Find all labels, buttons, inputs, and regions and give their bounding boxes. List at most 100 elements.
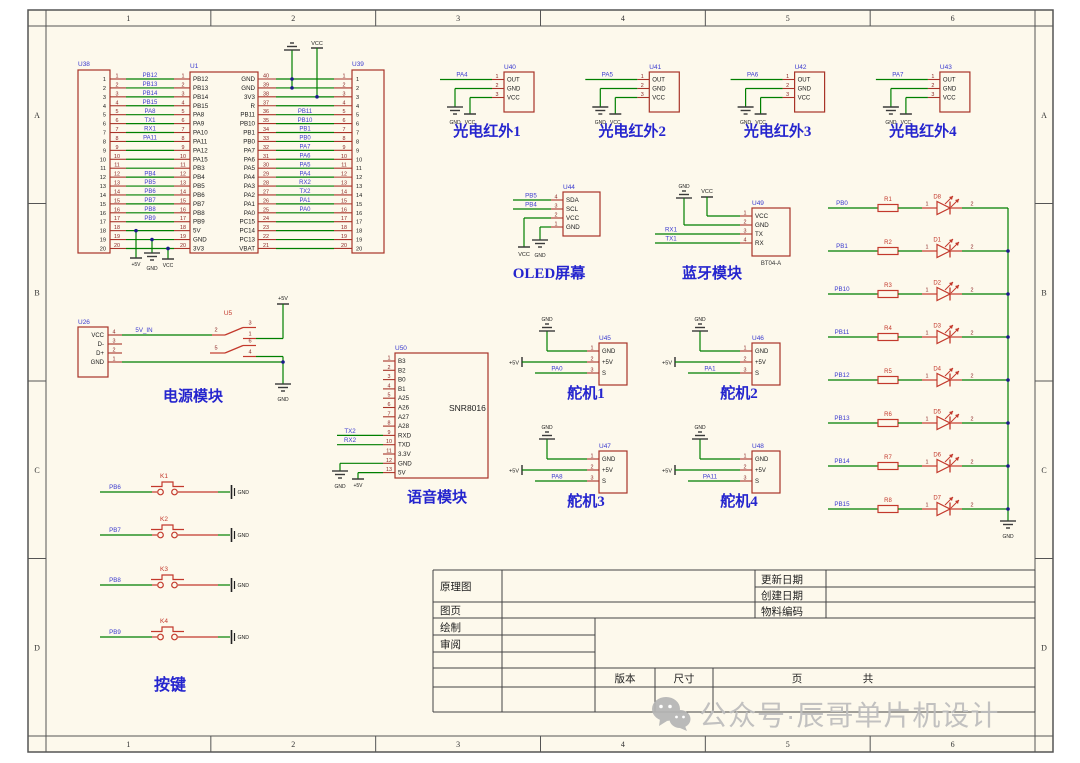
ref-designator: D5 (933, 410, 941, 416)
junction-dot (281, 360, 285, 364)
zone-number: 6 (951, 740, 955, 749)
ref-designator: U1 (190, 63, 199, 70)
led-arrowhead (949, 454, 953, 458)
pin-number: 37 (263, 100, 269, 106)
servo-body (598, 450, 628, 494)
pin-number: 3 (744, 368, 747, 374)
pin-number: 7 (343, 127, 346, 133)
net-label: PB8 (109, 577, 121, 584)
title-block-label: 原理图 (440, 581, 472, 593)
ref-designator: R3 (884, 283, 892, 289)
conn-pin-number: 1 (103, 77, 106, 83)
pin-name: VCC (943, 96, 956, 102)
title-block-label: 尺寸 (674, 672, 695, 685)
net-label: PB6 (144, 189, 156, 195)
pin-name: PA0 (244, 210, 256, 217)
conn-pin-number: 8 (103, 139, 106, 145)
zone-letter: D (34, 643, 40, 652)
pin-number: 4 (388, 383, 391, 389)
net-label: TX1 (144, 118, 156, 124)
pin-name: VCC (507, 96, 520, 102)
pin-number: 28 (263, 181, 269, 187)
pin-number: 15 (114, 198, 120, 204)
led-triangle (936, 372, 952, 388)
zone-letter: B (1041, 288, 1046, 297)
pin-number: 1 (926, 503, 929, 509)
sheet-outer-border (27, 9, 1054, 753)
led-arrowhead (955, 457, 959, 461)
pin-number: 1 (248, 332, 251, 338)
part-number: SNR8016 (449, 403, 486, 413)
net-label: PA1 (300, 198, 312, 204)
conn-pin-number: 11 (100, 166, 106, 172)
gnd-label: GND (238, 533, 250, 539)
pin-number: 19 (180, 234, 186, 240)
net-label: PB5 (525, 193, 537, 200)
ref-designator: U44 (563, 184, 575, 191)
zone-number: 1 (126, 740, 130, 749)
ref-designator: R2 (884, 240, 892, 246)
led-arrowhead (955, 242, 959, 246)
pin-number: 1 (926, 374, 929, 380)
bt-body (751, 207, 791, 257)
junction-dot (315, 95, 319, 99)
junction-dot (1006, 421, 1010, 425)
pin-number: 3 (641, 92, 644, 98)
junction-dot (1006, 335, 1010, 339)
junction-dot (290, 86, 294, 90)
pin-number: 6 (182, 118, 185, 124)
pin-number: 2 (971, 245, 974, 251)
conn-pin-number: 10 (100, 157, 106, 163)
pin-name: PA4 (244, 174, 256, 181)
pin-name: SDA (566, 197, 580, 204)
conn-pin-number: 10 (356, 157, 362, 163)
led-arrowhead (949, 282, 953, 286)
pin-name: A26 (398, 405, 410, 412)
switch-blade (224, 326, 244, 336)
junction-dot (166, 246, 170, 251)
button-contact (171, 581, 178, 589)
conn-pin-number: 11 (356, 166, 362, 172)
net-label: PB13 (834, 415, 850, 422)
pin-name: PB4 (193, 174, 205, 181)
vcc-label: VCC (518, 252, 530, 258)
pin-number: 21 (263, 243, 269, 249)
pin-number: 20 (341, 243, 347, 249)
pin-number: 5 (388, 393, 391, 399)
pin-number: 4 (343, 100, 346, 106)
pin-name: R (251, 103, 256, 110)
conn-pin-number: 4 (356, 104, 359, 110)
ref-designator: K1 (160, 473, 168, 480)
pin-number: 32 (263, 145, 269, 151)
net-label: PB10 (298, 118, 313, 124)
servo-body (598, 342, 628, 386)
